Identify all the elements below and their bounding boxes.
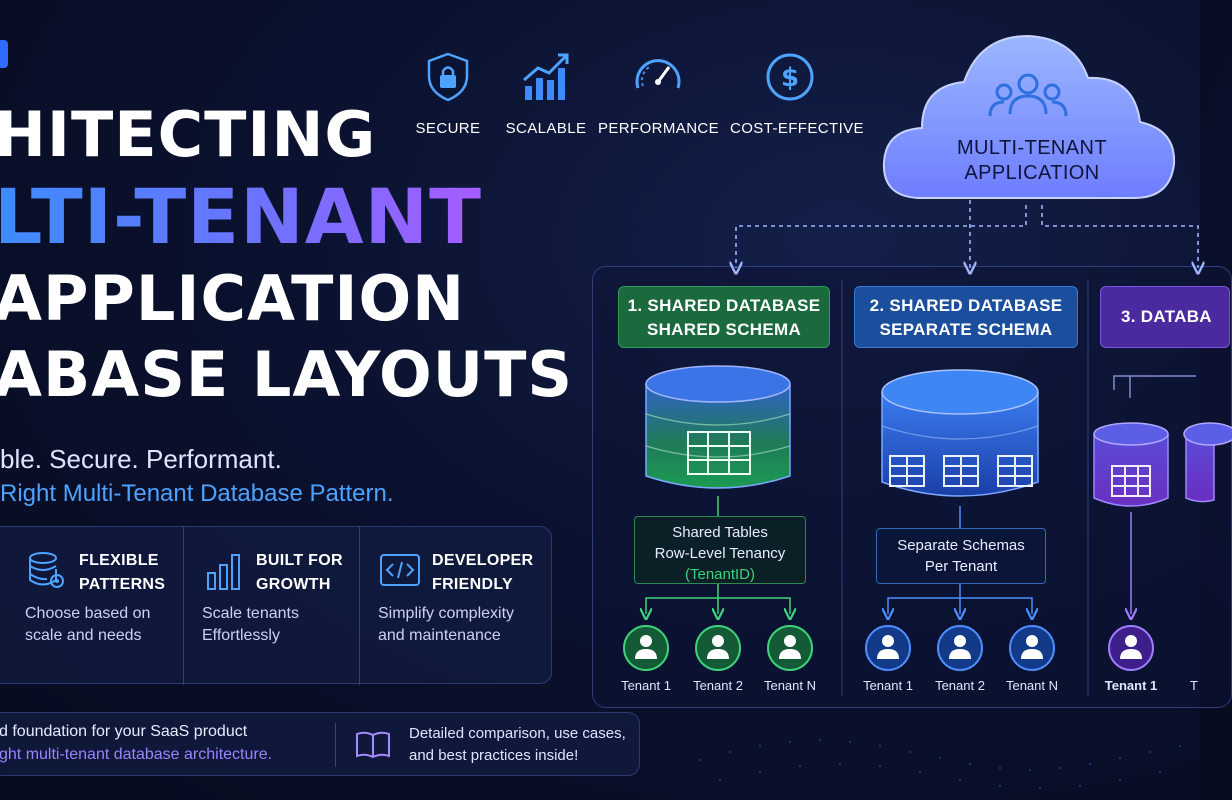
benefit-developer-friendly: DEVELOPER FRIENDLY Simplify complexity a… — [359, 527, 553, 685]
feature-secure: SECURE — [388, 50, 508, 146]
headline-line-4: ABASE LAYOUTS — [0, 338, 574, 411]
dollar-coin-icon: $ — [766, 53, 814, 101]
tagline-secondary: Right Multi-Tenant Database Pattern. — [0, 480, 394, 507]
benefit-title: BUILT FOR GROWTH — [256, 552, 343, 593]
feature-label: PERFORMANCE — [598, 120, 720, 137]
svg-text:$: $ — [781, 63, 799, 93]
cloud-connectors — [736, 200, 1198, 268]
info-line-2: Per Tenant — [924, 558, 998, 575]
heading-line-2: SEPARATE SCHEMA — [879, 320, 1053, 339]
tenant-label: Tenant 1 — [1104, 678, 1158, 693]
benefits-panel: FLEXIBLE PATTERNS Choose based on scale … — [0, 526, 553, 685]
headline-line-3: APPLICATION — [0, 262, 466, 335]
feature-performance: PERFORMANCE — [598, 50, 720, 146]
corner-badge — [0, 40, 8, 68]
code-window-icon — [380, 554, 420, 586]
cloud-shape — [882, 34, 1176, 199]
tenant-label: Tenant 2 — [693, 678, 743, 693]
cloud-label: MULTI-TENANT APPLICATION — [957, 137, 1107, 184]
footer-divider — [335, 723, 336, 767]
info-line-1: Separate Schemas — [897, 537, 1025, 554]
users-group-icon — [988, 73, 1068, 117]
shield-lock-icon — [427, 52, 469, 102]
info-shared-tables: Shared Tables Row-Level Tenancy (TenantI… — [634, 516, 806, 584]
footer-line-1: d foundation for your SaaS product — [0, 723, 248, 740]
speedometer-icon — [635, 59, 681, 89]
benefit-desc: Scale tenants Effortlessly — [202, 605, 299, 644]
tenant-label: Tenant 1 — [863, 678, 913, 693]
feature-scalable: SCALABLE — [486, 50, 606, 146]
architecture-heading-shared-schema: 1. SHARED DATABASE SHARED SCHEMA — [618, 286, 830, 348]
decorative-wave — [698, 738, 1182, 790]
tenant-label: Tenant N — [1005, 678, 1059, 693]
tenant-label: Tenant N — [763, 678, 817, 693]
footer-line-2: ght multi-tenant database architecture. — [0, 746, 273, 763]
footer-details: Detailed comparison, use cases, and best… — [409, 725, 626, 764]
footer-banner: d foundation for your SaaS product ght m… — [0, 712, 640, 776]
tagline-primary: ble. Secure. Performant. — [0, 444, 282, 474]
heading-line-2: SHARED SCHEMA — [646, 320, 802, 339]
feature-label: COST-EFFECTIVE — [730, 120, 864, 137]
feature-label: SECURE — [415, 120, 481, 137]
tenant-label: T — [1190, 678, 1198, 693]
benefit-built-for-growth: BUILT FOR GROWTH Scale tenants Effortles… — [183, 527, 359, 685]
book-icon — [356, 731, 390, 759]
database-gear-icon — [29, 552, 64, 588]
benefit-title: DEVELOPER FRIENDLY — [432, 552, 534, 593]
benefit-desc: Choose based on scale and needs — [25, 605, 151, 644]
info-line-2: Row-Level Tenancy — [654, 545, 786, 562]
feature-label: SCALABLE — [505, 120, 587, 137]
benefit-title: FLEXIBLE PATTERNS — [79, 552, 166, 593]
growth-chart-icon — [523, 53, 569, 100]
architecture-heading-separate-database: 3. DATABA — [1100, 286, 1230, 348]
benefit-desc: Simplify complexity and maintenance — [378, 605, 515, 644]
architecture-heading-separate-schema: 2. SHARED DATABASE SEPARATE SCHEMA — [854, 286, 1078, 348]
feature-cost-effective: $ COST-EFFECTIVE — [730, 50, 864, 146]
heading-line-1: 2. SHARED DATABASE — [869, 296, 1063, 315]
bar-chart-icon — [207, 554, 240, 590]
tenant-label: Tenant 2 — [935, 678, 985, 693]
headline-line-1: HITECTING — [0, 98, 377, 171]
info-line-3: (TenantID) — [684, 566, 756, 583]
heading-line-1: 1. SHARED DATABASE — [627, 296, 821, 315]
headline-line-2: LTI-TENANT — [0, 172, 482, 261]
tenant-label: Tenant 1 — [621, 678, 671, 693]
benefit-flexible-patterns: FLEXIBLE PATTERNS Choose based on scale … — [7, 527, 183, 685]
heading-line-1: 3. DATABA — [1121, 307, 1212, 326]
info-line-1: Shared Tables — [672, 524, 768, 541]
info-separate-schemas: Separate Schemas Per Tenant — [876, 528, 1046, 584]
